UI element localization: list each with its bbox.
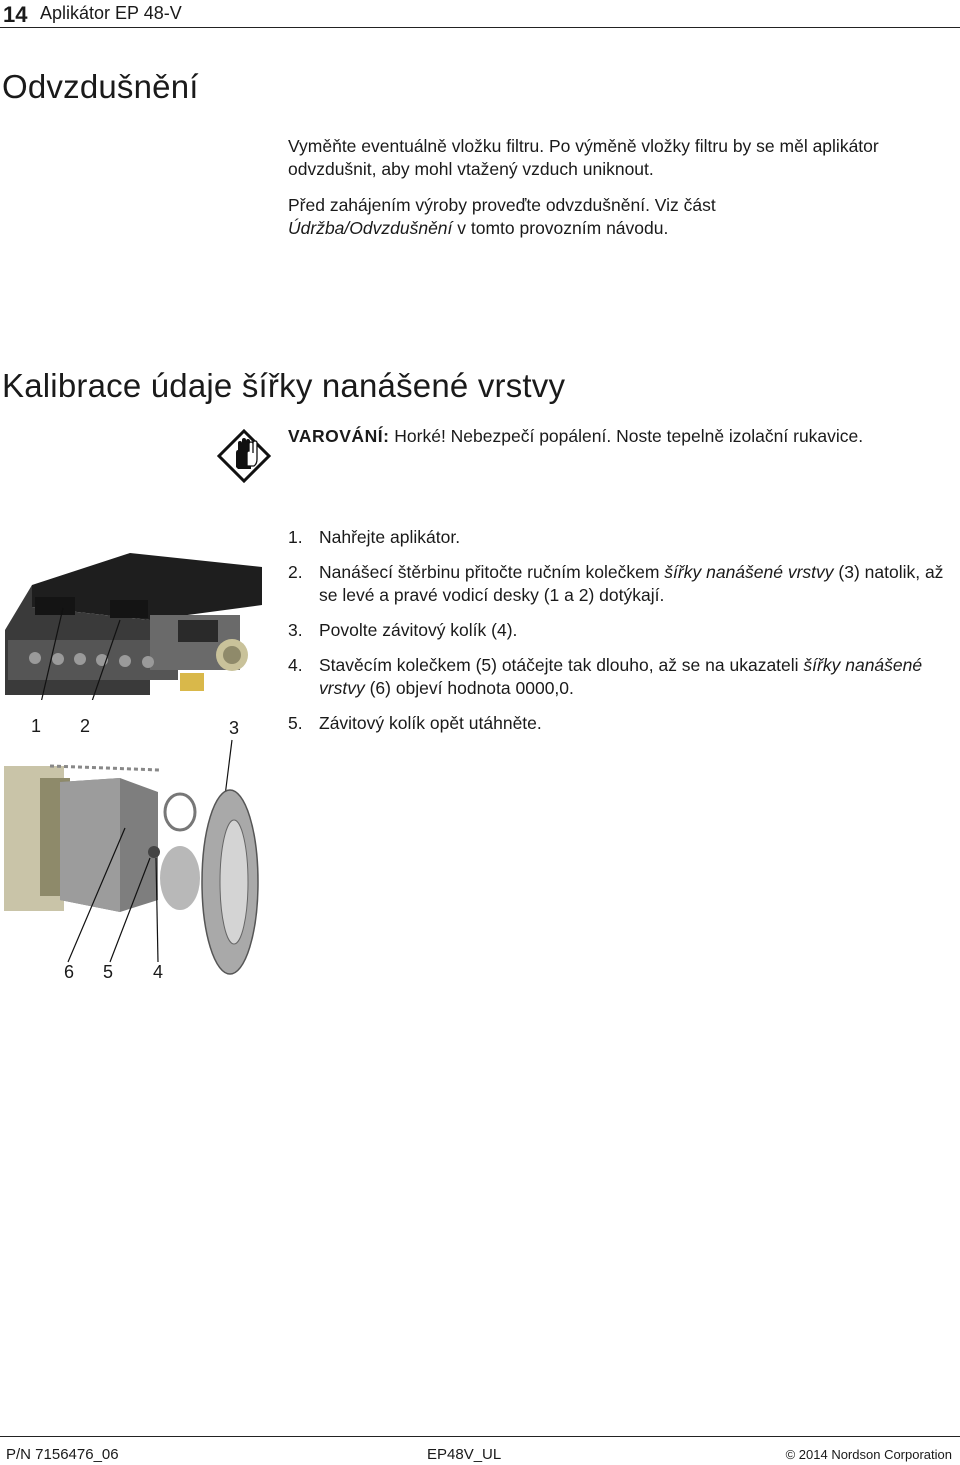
document-title: Aplikátor EP 48-V (40, 3, 182, 23)
step-term: šířky nanášené vrstvy (319, 655, 923, 698)
step-text: Nahřejte aplikátor. (319, 527, 461, 547)
step-text: Povolte závitový kolík (4). (319, 620, 518, 640)
figure-callout: 2 (80, 716, 91, 736)
step-text: Nanášecí štěrbinu přitočte ručním kolečk… (319, 562, 665, 582)
step-item: 2. Nanášecí štěrbinu přitočte ručním kol… (288, 561, 948, 607)
page-header: 14 Aplikátor EP 48-V (0, 0, 960, 28)
step-term: šířky nanášené vrstvy (664, 562, 834, 582)
page-footer: P/N 7156476_06 EP48V_UL © 2014 Nordson C… (0, 1436, 960, 1465)
copyright: © 2014 Nordson Corporation (785, 1447, 952, 1462)
warning-notice: VAROVÁNÍ: Horké! Nebezpečí popálení. Nos… (288, 426, 863, 447)
manual-reference: Údržba/Odvzdušnění (288, 218, 453, 238)
step-number: 4. (288, 655, 303, 675)
step-text: (3) natolik, až se levé a pravé vodicí d… (319, 562, 944, 605)
paragraph-text: Před zahájením výroby proveďte odvzdušně… (288, 195, 716, 215)
figure-callout: 6 (64, 962, 75, 982)
figure-callout: 5 (103, 962, 114, 982)
applicator-figure (5, 553, 262, 700)
step-number: 1. (288, 527, 303, 547)
step-number: 5. (288, 713, 303, 733)
figure-callout: 1 (31, 716, 42, 736)
paragraph-text: v tomto provozním návodu. (452, 218, 669, 238)
step-item: 5. Závitový kolík opět utáhněte. (288, 712, 948, 735)
step-text: (6) objeví hodnota 0000,0. (364, 678, 574, 698)
procedure-steps: 1. Nahřejte aplikátor. 2. Nanášecí štěrb… (288, 526, 948, 747)
step-text: Závitový kolík opět utáhněte. (319, 713, 542, 733)
document-code: EP48V_UL (427, 1446, 502, 1463)
figure-callout: 3 (229, 718, 240, 738)
step-number: 2. (288, 562, 303, 582)
step-text: Stavěcím kolečkem (5) otáčejte tak dlouh… (319, 655, 804, 675)
part-number: P/N 7156476_06 (6, 1446, 119, 1463)
handwheel-figure (4, 739, 259, 975)
step-item: 4. Stavěcím kolečkem (5) otáčejte tak dl… (288, 654, 948, 700)
section-heading-calibration: Kalibrace údaje šířky nanášené vrstvy (2, 367, 566, 404)
warning-text: Horké! Nebezpečí popálení. Noste tepelně… (389, 426, 864, 446)
heat-gloves-icon (217, 429, 271, 483)
page-number: 14 (3, 2, 28, 27)
step-item: 1. Nahřejte aplikátor. (288, 526, 948, 549)
section-heading-venting: Odvzdušnění (2, 68, 199, 105)
step-item: 3. Povolte závitový kolík (4). (288, 619, 948, 642)
warning-label: VAROVÁNÍ: (288, 426, 390, 446)
paragraph-filter: Vyměňte eventuálně vložku filtru. Po vým… (288, 136, 879, 179)
paragraph-venting-reference: Před zahájením výroby proveďte odvzdušně… (288, 194, 848, 240)
figure-callout: 4 (153, 962, 164, 982)
step-number: 3. (288, 620, 303, 640)
